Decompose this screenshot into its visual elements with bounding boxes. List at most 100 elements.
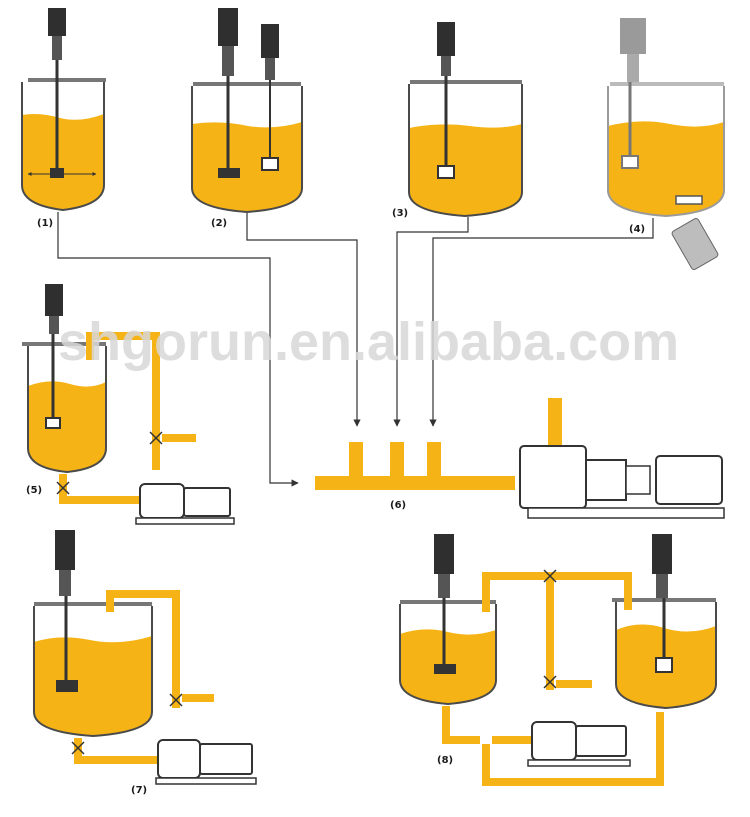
motor-shaft-housing bbox=[656, 574, 668, 598]
line-tank1-to-manifold bbox=[57, 212, 299, 487]
connector-lines bbox=[57, 212, 654, 487]
tank-1: (1) bbox=[21, 8, 106, 229]
motor-shaft-housing bbox=[627, 54, 639, 82]
agitator-motor-icon bbox=[620, 18, 646, 54]
pump-motor bbox=[575, 725, 627, 757]
return-pipe bbox=[86, 332, 160, 440]
tank-2: (2) bbox=[191, 8, 303, 229]
tank-wall bbox=[399, 604, 497, 706]
tank-lid bbox=[28, 78, 106, 82]
manifold-inlet bbox=[349, 442, 363, 478]
liquid bbox=[409, 124, 522, 216]
inline-homogenizer-icon bbox=[519, 445, 587, 509]
label-6: (6) bbox=[390, 500, 406, 511]
manifold-6: (6) bbox=[315, 398, 725, 519]
impeller bbox=[50, 168, 64, 178]
tank-5: (5) bbox=[22, 284, 235, 525]
tank-wall bbox=[27, 346, 107, 474]
agitator-motor-icon bbox=[55, 530, 75, 570]
tank-lid bbox=[22, 342, 106, 346]
pump-base bbox=[135, 517, 235, 525]
tank-wall bbox=[21, 82, 105, 212]
tank-wall bbox=[607, 86, 725, 218]
dispersing-head bbox=[434, 664, 456, 674]
tank-lid bbox=[34, 602, 152, 606]
line-tank2-to-manifold bbox=[246, 213, 361, 427]
dispersing-head bbox=[218, 168, 240, 178]
motor-shaft-housing bbox=[49, 316, 59, 334]
tank-lid bbox=[400, 600, 496, 604]
manifold-inlet bbox=[390, 442, 404, 478]
stator-head bbox=[437, 165, 455, 179]
agitator-motor-icon bbox=[652, 534, 672, 574]
label-1: (1) bbox=[37, 218, 53, 229]
label-2: (2) bbox=[211, 218, 227, 229]
bottom-homogenizer bbox=[675, 195, 703, 205]
label-3: (3) bbox=[392, 208, 408, 219]
liquid bbox=[28, 381, 106, 472]
homogenizer-base bbox=[527, 507, 725, 519]
stator-head bbox=[261, 157, 279, 171]
valve-icon bbox=[169, 693, 183, 707]
tank-lid bbox=[410, 80, 522, 84]
homogenizer-motor bbox=[655, 455, 723, 505]
loop-pipe bbox=[482, 712, 664, 786]
tank-3: (3) bbox=[392, 22, 523, 219]
agitator-motor-icon bbox=[437, 22, 455, 56]
pump-motor bbox=[199, 743, 253, 775]
manifold-inlet bbox=[427, 442, 441, 478]
system-8: (8) bbox=[399, 534, 717, 786]
tank-lid bbox=[610, 82, 724, 86]
crossover-pipe bbox=[482, 572, 632, 612]
label-7: (7) bbox=[131, 785, 147, 796]
line-tank3-to-manifold bbox=[393, 217, 469, 427]
liquid bbox=[22, 114, 104, 210]
centrifugal-pump-icon bbox=[157, 739, 201, 779]
return-pipe bbox=[106, 590, 180, 708]
suction-pipe bbox=[442, 706, 480, 744]
agitator-motor-icon bbox=[45, 284, 63, 316]
tank-4: (4) bbox=[607, 18, 725, 270]
stator-head bbox=[621, 155, 639, 169]
tank-lid bbox=[193, 82, 301, 86]
line-tank4-to-manifold bbox=[429, 218, 654, 427]
stator-head bbox=[655, 657, 673, 673]
motor-shaft-housing bbox=[222, 46, 234, 76]
homogenizer-outlet bbox=[548, 398, 562, 448]
terminal-box bbox=[625, 465, 651, 495]
tank-wall bbox=[615, 602, 717, 710]
liquid bbox=[34, 636, 152, 736]
tank-7: (7) bbox=[33, 530, 257, 796]
tank-wall bbox=[33, 606, 153, 738]
motor-shaft-housing bbox=[52, 36, 62, 60]
agitator-motor-icon bbox=[261, 24, 279, 58]
centrifugal-pump-icon bbox=[531, 721, 577, 761]
coupling-housing bbox=[585, 459, 627, 501]
label-5: (5) bbox=[26, 485, 42, 496]
motor-shaft-housing bbox=[265, 58, 275, 80]
manifold-pipe bbox=[315, 476, 515, 490]
pump-base bbox=[527, 759, 631, 767]
tank-wall bbox=[408, 84, 523, 218]
valve-icon bbox=[71, 741, 85, 755]
label-8: (8) bbox=[437, 755, 453, 766]
bottom-motor-icon bbox=[671, 218, 719, 270]
suction-pipe bbox=[59, 474, 150, 504]
valve-icon bbox=[56, 481, 70, 495]
centrifugal-pump-icon bbox=[139, 483, 185, 519]
stator-head bbox=[45, 417, 61, 429]
dispersing-head bbox=[56, 680, 78, 692]
agitator-motor-icon bbox=[218, 8, 238, 46]
label-4: (4) bbox=[629, 224, 645, 235]
suction-pipe bbox=[74, 738, 166, 764]
motor-shaft-housing bbox=[438, 574, 450, 598]
liquid bbox=[192, 122, 302, 212]
liquid bbox=[608, 121, 724, 216]
tank-wall bbox=[191, 86, 303, 214]
pump-base bbox=[155, 777, 257, 785]
motor-shaft-housing bbox=[59, 570, 71, 596]
agitator-motor-icon bbox=[434, 534, 454, 574]
agitator-motor-icon bbox=[48, 8, 66, 36]
